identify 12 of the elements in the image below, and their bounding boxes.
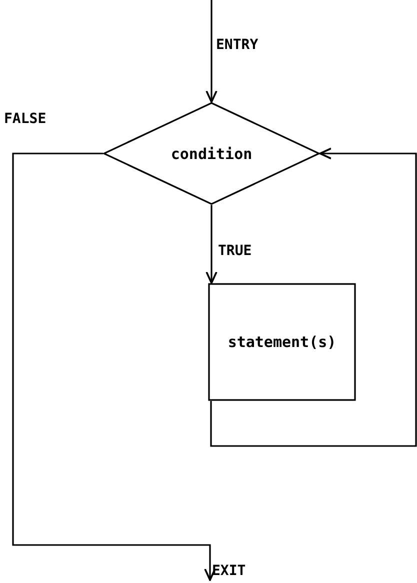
node-text: statement(s) [228, 333, 336, 351]
edge-label: ENTRY [216, 38, 258, 52]
node-text: condition [170, 144, 252, 162]
arrow [206, 205, 218, 284]
edge-label: TRUE [218, 244, 252, 258]
terminal-label: EXIT [212, 562, 256, 580]
edge-label: FALSE [4, 112, 46, 126]
decision-diamond [103, 102, 320, 205]
arrow [12, 152, 216, 581]
arrow [210, 148, 417, 447]
arrow [206, 0, 218, 103]
process-box [208, 283, 356, 401]
